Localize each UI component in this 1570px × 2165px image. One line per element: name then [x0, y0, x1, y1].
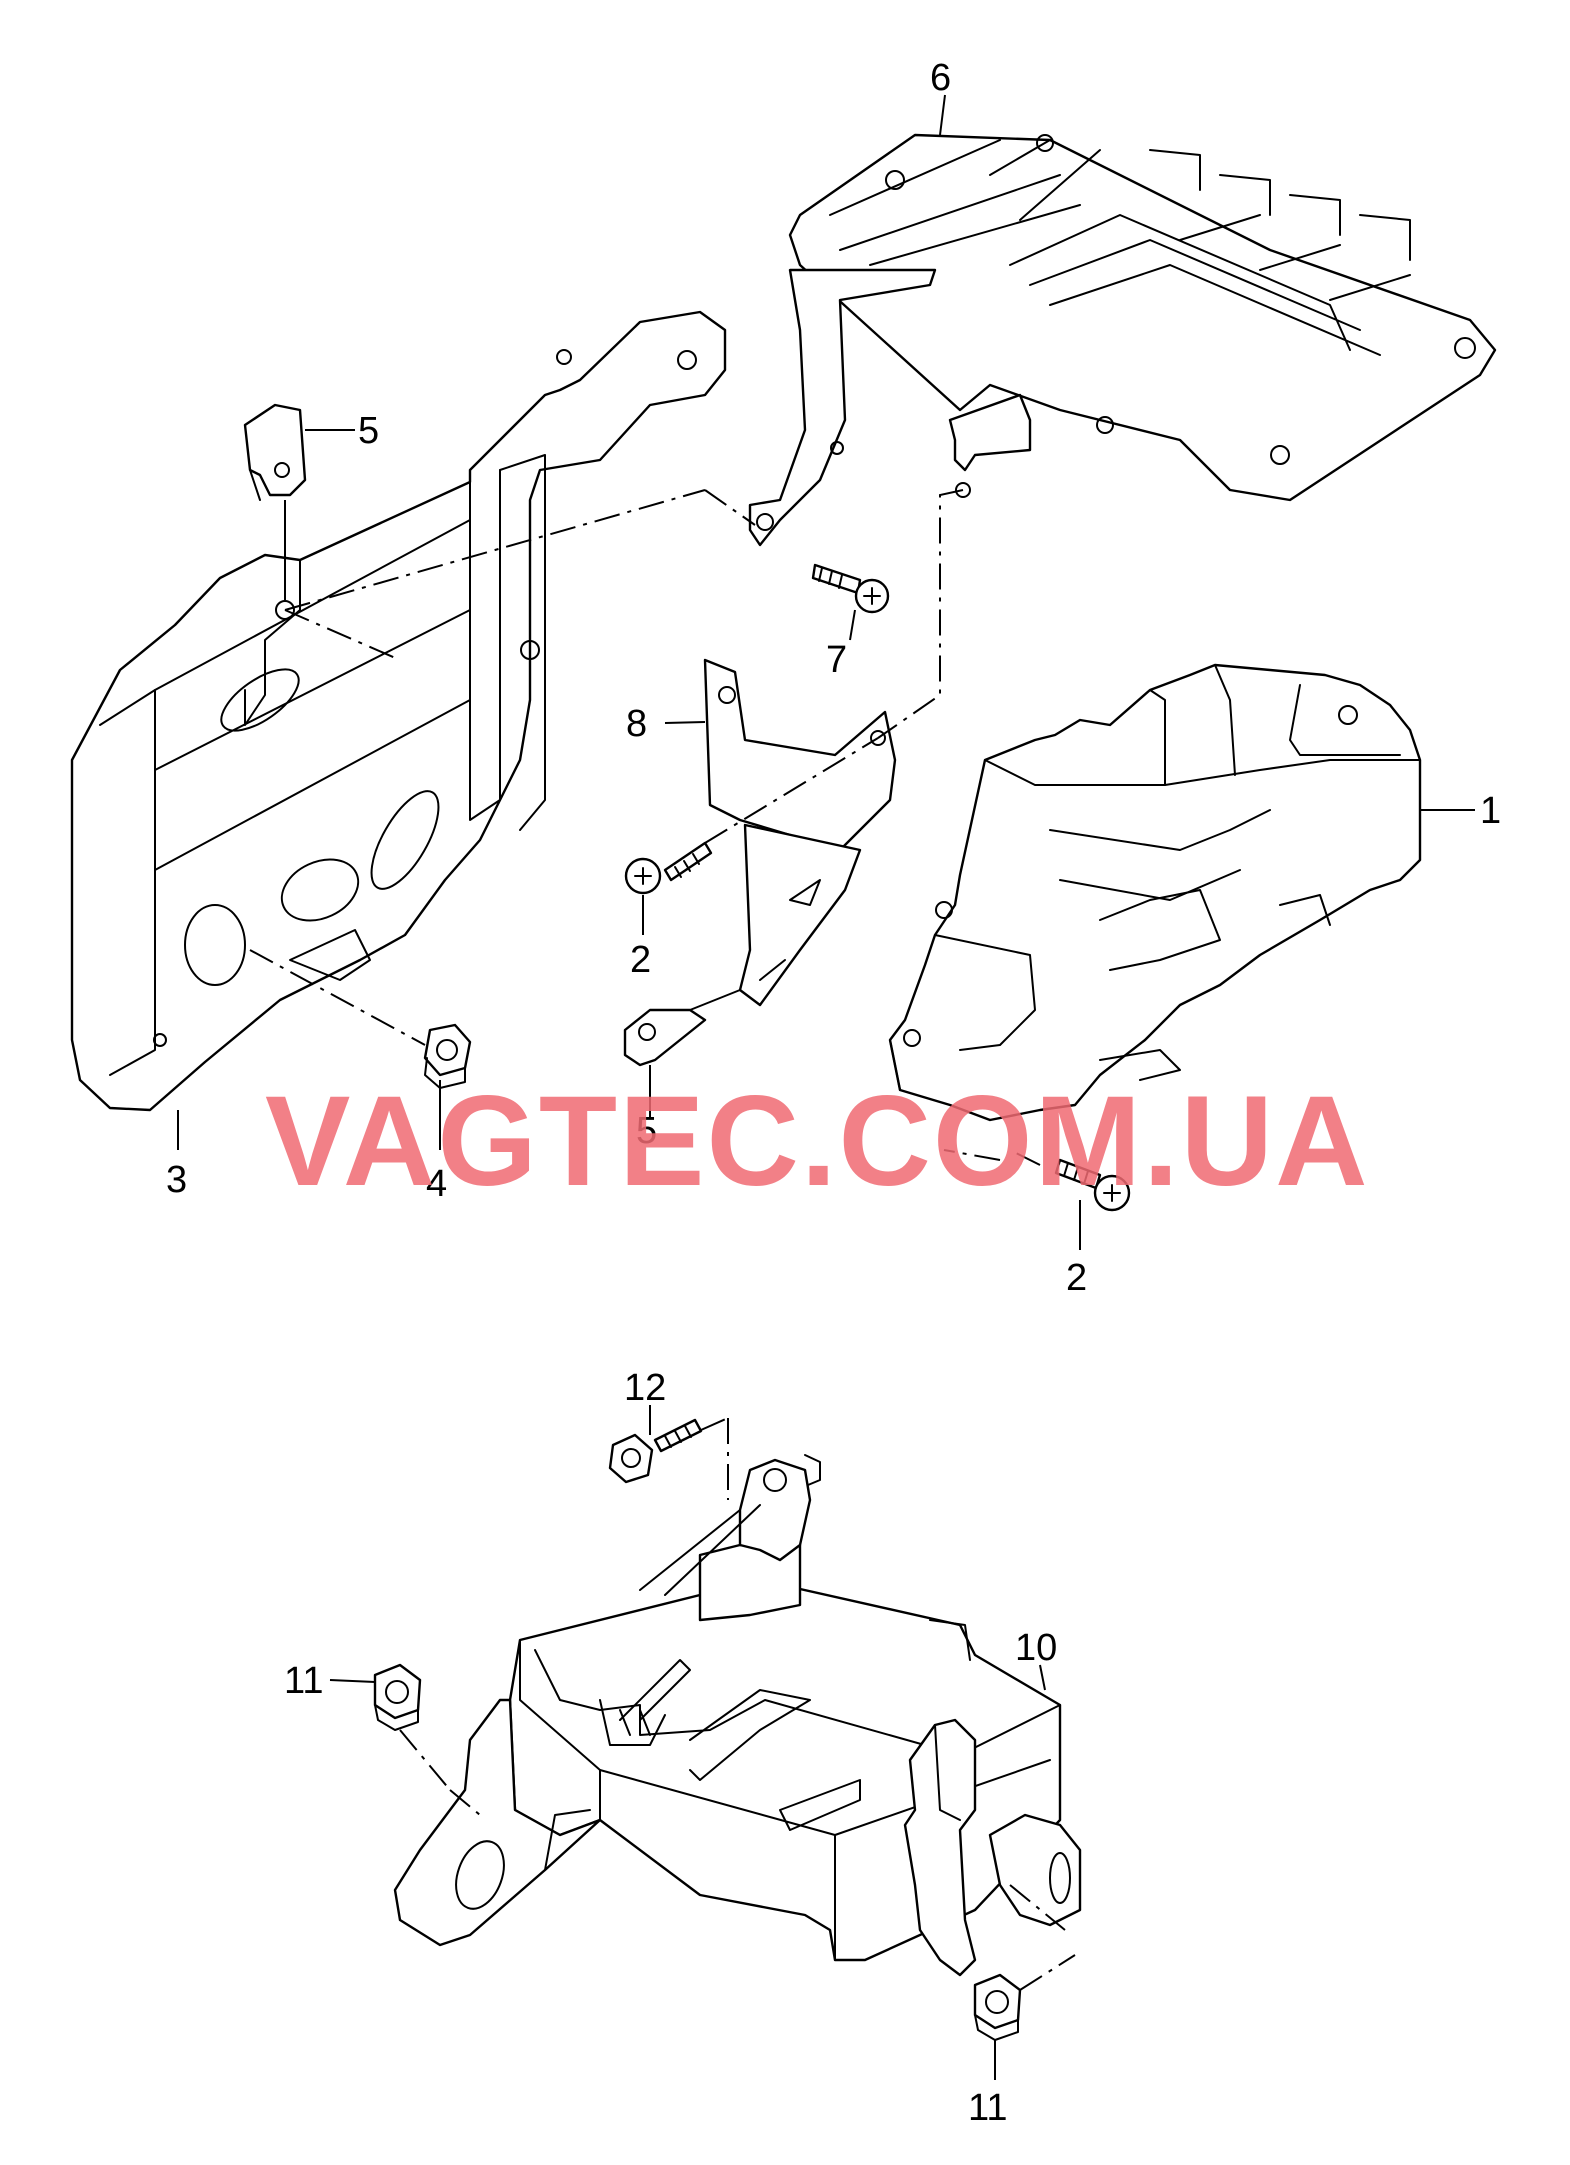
callouts: 6 5 7 8 1 2 3 4 5 2 12 11 10 11 [166, 57, 1501, 2129]
part-12-screw[interactable] [608, 1418, 703, 1484]
callout-5-lower: 5 [636, 1110, 657, 1152]
part-8-bracket[interactable] [703, 658, 897, 852]
assembly-lines [249, 489, 1076, 1991]
callout-1: 1 [1480, 790, 1501, 832]
part-10-module-box[interactable] [393, 1454, 1082, 1977]
callout-4: 4 [426, 1163, 447, 1205]
callout-11-left: 11 [284, 1660, 323, 1702]
part-7-screw[interactable] [811, 563, 890, 614]
callout-5-upper: 5 [358, 410, 379, 452]
part-4-nut[interactable] [423, 1023, 472, 1089]
callout-11-lower: 11 [968, 2087, 1007, 2129]
callout-7: 7 [826, 639, 847, 681]
part-3-side-panel[interactable] [70, 310, 727, 1112]
watermark: VAGTEC.COM.UA [265, 1070, 1370, 1213]
callout-10: 10 [1015, 1627, 1057, 1669]
callout-12: 12 [624, 1367, 666, 1409]
callout-3: 3 [166, 1159, 187, 1201]
part-2-screw-upper[interactable] [624, 841, 713, 895]
callout-8: 8 [626, 703, 647, 745]
part-11-nut-left[interactable] [373, 1663, 422, 1731]
callout-2-lower: 2 [1066, 1257, 1087, 1299]
part-1-housing[interactable] [888, 663, 1422, 1122]
callout-2-upper: 2 [630, 939, 651, 981]
part-5-upper-clip[interactable] [243, 403, 307, 501]
callout-6: 6 [930, 57, 951, 99]
part-2-screw-lower[interactable] [1054, 1158, 1131, 1212]
part-6-support-tray[interactable] [748, 133, 1497, 547]
part-5-lower-clip[interactable] [623, 823, 862, 1067]
leader-lines [177, 94, 1475, 2080]
part-11-nut-lower[interactable] [973, 1973, 1022, 2041]
